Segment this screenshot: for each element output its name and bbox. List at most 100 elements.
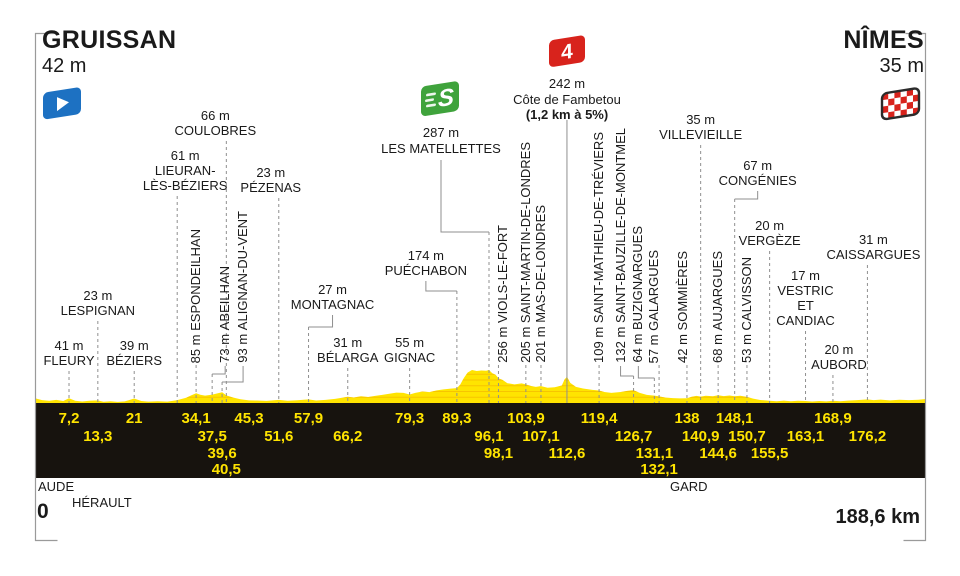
climb-category-icon: 4 xyxy=(549,35,585,67)
town-label: 73 m ABEILHAN xyxy=(217,266,232,363)
town-name: BÉLARGA xyxy=(317,350,379,365)
town-label: 256 m VIOLS-LE-FORT xyxy=(495,225,510,363)
km-marker: 140,9 xyxy=(682,428,720,445)
total-distance-label: 188,6 km xyxy=(835,506,920,528)
town-name: AUBORD xyxy=(811,357,867,372)
sprint-name: LES MATELLETTES xyxy=(381,140,501,156)
town-line-elbow xyxy=(222,366,244,383)
town-line-elbow xyxy=(620,366,634,377)
town-name: MAS-DE-LONDRES xyxy=(532,205,548,324)
climb-name: Côte de Fambetou xyxy=(513,91,621,107)
town-name: PÉZENAS xyxy=(240,180,302,195)
km-marker: 148,1 xyxy=(716,410,754,427)
town-elevation: 31 m xyxy=(858,232,888,247)
town-name: COULOBRES xyxy=(174,123,257,138)
town-name: VESTRIC xyxy=(777,283,834,298)
town-name: BUZIGNARGUES xyxy=(630,226,646,331)
km-marker: 144,6 xyxy=(699,445,737,462)
town-elevation: 174 m xyxy=(407,248,444,263)
finish-town-name: NÎMES xyxy=(843,26,924,54)
town-elevation: 42 m xyxy=(674,334,690,363)
town-elevation: 201 m xyxy=(532,326,548,363)
town-elevation: 23 m xyxy=(83,288,113,303)
km-marker: 126,7 xyxy=(615,428,653,445)
km-marker: 155,5 xyxy=(751,445,789,462)
town-marker-lines xyxy=(68,120,868,403)
town-line-elbow xyxy=(637,366,655,379)
town-label: 109 m SAINT-MATHIEU-DE-TRÉVIERS xyxy=(591,132,606,363)
town-name: CANDIAC xyxy=(776,313,835,328)
town-name: ESPONDEILHAN xyxy=(188,228,204,331)
town-label: 42 m SOMMIÈRES xyxy=(675,251,690,363)
town-name: CAISSARGUES xyxy=(826,247,921,262)
town-name: FLEURY xyxy=(43,353,95,368)
town-line-elbow xyxy=(425,281,457,292)
town-name: MONTAGNAC xyxy=(290,297,375,312)
town-label: 205 m SAINT-MARTIN-DE-LONDRES xyxy=(518,142,533,363)
town-elevation: 41 m xyxy=(54,338,84,353)
town-label: 85 m ESPONDEILHAN xyxy=(188,229,203,363)
town-name: BÉZIERS xyxy=(106,353,163,368)
town-name: PUÉCHABON xyxy=(384,263,468,278)
km-band xyxy=(35,403,926,478)
km-marker: 45,3 xyxy=(234,410,263,427)
town-name: GIGNAC xyxy=(383,350,436,365)
start-flag-icon xyxy=(42,83,176,130)
town-name: LESPIGNAN xyxy=(60,303,136,318)
town-name: SOMMIÈRES xyxy=(674,251,690,331)
sprint-elevation: 287 m xyxy=(422,125,460,140)
town-elevation: 256 m xyxy=(495,326,511,363)
km-marker: 132,1 xyxy=(640,461,678,478)
km-marker: 66,2 xyxy=(333,428,362,445)
km-marker: 79,3 xyxy=(395,410,424,427)
town-name: VERGÈZE xyxy=(738,233,801,248)
town-line-elbow xyxy=(308,315,334,328)
km-marker: 96,1 xyxy=(474,428,503,445)
town-label: 64 m BUZIGNARGUES xyxy=(630,226,645,363)
town-label: 132 m SAINT-BAUZILLE-DE-MONTMEL xyxy=(613,128,628,363)
town-elevation: 55 m xyxy=(395,335,425,350)
km-marker: 138 xyxy=(674,410,699,427)
frame-brackets xyxy=(34,32,927,542)
climb-elevation: 242 m xyxy=(548,76,586,91)
town-name: AUJARGUES xyxy=(710,251,726,331)
town-elevation: 31 m xyxy=(333,335,363,350)
town-name: GALARGUES xyxy=(646,249,662,331)
km-marker: 176,2 xyxy=(849,428,887,445)
town-name: ALIGNAN-DU-VENT xyxy=(235,211,251,331)
finish-block: NÎMES 35 m xyxy=(843,26,924,130)
department-label-gard: GARD xyxy=(670,479,708,494)
town-elevation: 67 m xyxy=(743,158,773,173)
km-marker: 51,6 xyxy=(264,428,293,445)
km-marker: 131,1 xyxy=(636,445,674,462)
town-elevation: 64 m xyxy=(630,334,646,363)
town-name: CONGÉNIES xyxy=(718,173,797,188)
finish-town-elevation: 35 m xyxy=(879,55,924,77)
town-elevation: 39 m xyxy=(119,338,149,353)
km-marker: 7,2 xyxy=(59,410,80,427)
climb-gradient-detail: (1,2 km à 5%) xyxy=(525,107,609,122)
sprint-icon-letter: S xyxy=(438,84,454,113)
km-marker: 150,7 xyxy=(728,428,766,445)
town-name: LIEURAN- xyxy=(154,163,216,178)
town-elevation: 109 m xyxy=(591,326,607,363)
town-elevation: 93 m xyxy=(235,334,251,363)
km-marker: 103,9 xyxy=(507,410,545,427)
town-name: SAINT-MATHIEU-DE-TRÉVIERS xyxy=(591,132,607,324)
km-marker: 107,1 xyxy=(522,428,560,445)
km-marker: 112,6 xyxy=(549,445,586,462)
town-elevation: 73 m xyxy=(217,334,233,363)
town-elevation: 20 m xyxy=(755,218,785,233)
km-marker: 168,9 xyxy=(814,410,852,427)
town-elevation: 20 m xyxy=(824,342,854,357)
